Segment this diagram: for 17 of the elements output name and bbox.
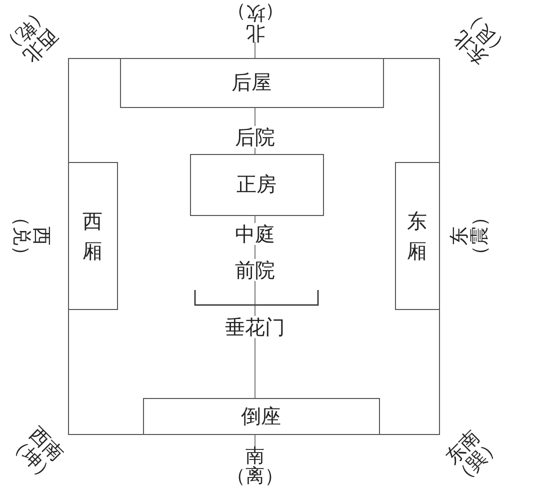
main-room-box: 正房 xyxy=(190,154,324,216)
direction-label: 东北（艮） xyxy=(448,6,512,71)
direction-label: 北（坎） xyxy=(226,2,284,42)
side-room-box: 东厢 xyxy=(394,162,440,310)
direction-label: 东（震） xyxy=(450,207,490,264)
side-room-box: 西厢 xyxy=(68,162,118,310)
direction-label: 西北（乾） xyxy=(0,4,62,69)
back-house-box: 后屋 xyxy=(120,58,384,108)
courtyard-wall xyxy=(68,58,440,435)
area-label: 中庭 xyxy=(233,223,277,245)
direction-label: 西（兑） xyxy=(10,207,50,264)
direction-label: 南（离） xyxy=(226,447,284,487)
direction-label: 东南（巽） xyxy=(440,425,504,488)
area-label: 前院 xyxy=(233,259,277,281)
area-label: 后院 xyxy=(233,126,277,148)
direction-label: 西南（坤） xyxy=(4,422,68,486)
south-house-box: 倒座 xyxy=(142,398,380,434)
